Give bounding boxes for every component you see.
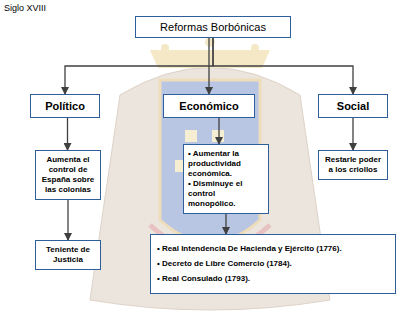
connector-arrow — [352, 118, 353, 150]
connector-arrow — [65, 38, 213, 94]
crown-point — [161, 44, 169, 52]
connector-arrow — [67, 118, 68, 150]
crown — [150, 50, 270, 68]
box-text: Teniente de Justicia — [40, 245, 96, 265]
connector-arrow — [67, 200, 68, 240]
box-text: Social — [322, 100, 384, 112]
detail-box: • Aumentar la productividad económica.• … — [183, 144, 269, 214]
detail-box: Teniente de Justicia — [35, 240, 101, 270]
box-text: Restarle poder a los criollos — [323, 155, 383, 175]
box-text: • Real Intendencia De Hacienda y Ejércit… — [157, 244, 389, 254]
category-box: Social — [318, 94, 388, 118]
detail-box: Restarle poder a los criollos — [318, 150, 388, 180]
connector-arrow — [213, 38, 353, 94]
box-text: • Real Consulado (1793). — [157, 274, 389, 284]
box-text: Económico — [167, 100, 251, 112]
title-box: Reformas Borbónicas — [135, 16, 291, 38]
connector-arrow — [225, 214, 226, 234]
box-text: Reformas Borbónicas — [140, 21, 286, 33]
crown-point — [251, 44, 259, 52]
detail-box: Aumenta el control de España sobre las c… — [35, 150, 101, 200]
period-label: Siglo XVIII — [4, 3, 46, 13]
box-text: • Aumentar la productividad económica. — [188, 149, 264, 179]
list-box: • Real Intendencia De Hacienda y Ejércit… — [150, 234, 396, 294]
category-box: Económico — [163, 94, 255, 118]
box-text: • Decreto de Libre Comercio (1784). — [157, 259, 389, 269]
connector-arrow — [208, 38, 209, 94]
box-text: • Disminuye el control monopólico. — [188, 179, 264, 209]
category-box: Político — [30, 94, 100, 118]
connector-arrow — [218, 118, 219, 144]
box-text: Aumenta el control de España sobre las c… — [40, 155, 96, 195]
box-text: Político — [34, 100, 96, 112]
